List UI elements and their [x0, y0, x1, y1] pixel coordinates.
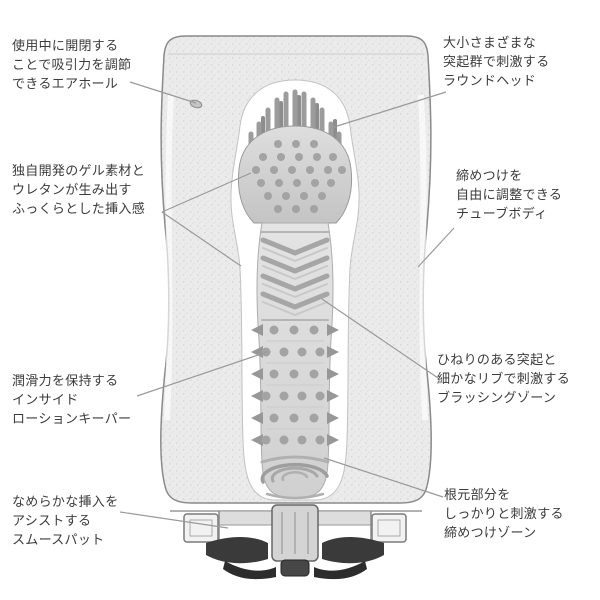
leader-gel-material-lower [161, 211, 242, 267]
leader-lotion-keeper [136, 351, 268, 397]
leader-lines [119, 81, 455, 529]
label-brushing-zone: ひねりのある突起と 細かなリブで刺激する ブラッシングゾーン [437, 352, 570, 409]
label-line: 細かなリブで刺激する [437, 371, 571, 387]
label-line: ことで吸引力を調節 [12, 57, 132, 73]
label-line: 根元部分を [444, 488, 511, 503]
label-line: 潤滑力を保持する [12, 374, 119, 389]
label-line: アシストする [12, 513, 92, 529]
label-line: 突起群で刺激する [443, 54, 550, 70]
label-air-hole: 使用中に開閉する ことで吸引力を調節 できるエアホール [12, 38, 131, 95]
label-line: ウレタンが生み出す [12, 182, 132, 198]
leader-tube-body [417, 227, 455, 268]
label-line: しっかりと刺激する [444, 506, 564, 522]
label-line: ふっくらとした挿入感 [12, 201, 146, 217]
label-line: 締めつけゾーン [444, 525, 537, 541]
label-lotion-keeper: 潤滑力を保持する インサイド ローションキーパー [12, 373, 131, 430]
label-smooth-pad: なめらかな挿入を アシストする スムースパット [12, 494, 118, 551]
base-assembly [170, 504, 422, 580]
label-line: ローションキーパー [12, 411, 132, 427]
label-line: ラウンドヘッド [443, 73, 537, 89]
label-line: ひねりのある突起と [437, 353, 557, 368]
leader-smooth-pad [119, 511, 229, 529]
leader-round-head [333, 91, 447, 128]
brushing-zone [251, 324, 339, 446]
label-gel-material: 独自開発のゲル素材と ウレタンが生み出す ふっくらとした挿入感 [12, 163, 145, 220]
label-line: ブラッシングゾーン [437, 390, 557, 406]
leader-tightening-zone [323, 457, 444, 498]
rib-zone [260, 231, 330, 321]
label-line: なめらかな挿入を [12, 495, 119, 510]
leader-air-hole [129, 81, 197, 104]
leader-gel-material-upper [161, 172, 252, 213]
label-line: インサイド [12, 392, 79, 408]
label-round-head: 大小さまざまな 突起群で刺激する ラウンドヘッド [443, 35, 549, 92]
label-line: 独自開発のゲル素材と [12, 164, 146, 179]
label-line: できるエアホール [12, 76, 119, 92]
round-head-bumps [237, 125, 353, 224]
leader-brushing-zone [321, 298, 439, 379]
label-line: 自由に調整できる [456, 187, 563, 203]
label-line: 使用中に開閉する [12, 39, 119, 54]
label-line: 大小さまざまな [443, 36, 537, 51]
label-tube-body: 締めつけを 自由に調整できる チューブボディ [456, 168, 562, 225]
tightening-swirl-zone [260, 455, 330, 500]
label-tightening-zone: 根元部分を しっかりと刺激する 締めつけゾーン [444, 487, 564, 544]
label-line: スムースパット [12, 532, 105, 548]
label-line: 締めつけを [456, 169, 523, 184]
label-line: チューブボディ [456, 206, 548, 222]
